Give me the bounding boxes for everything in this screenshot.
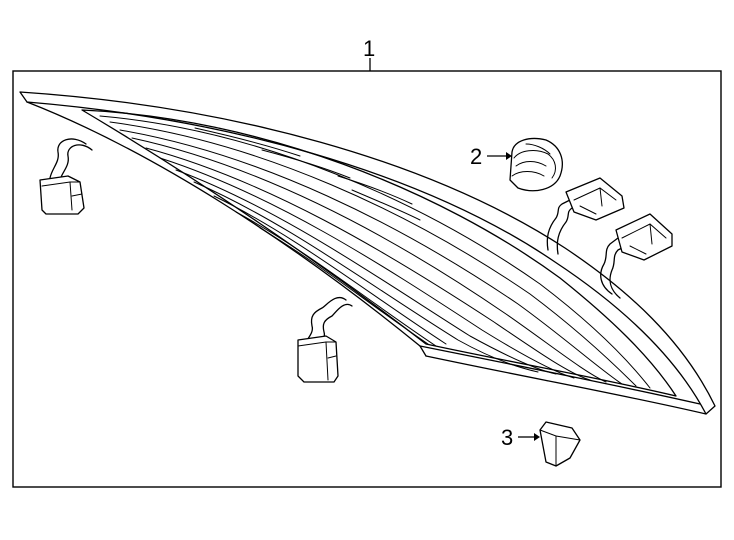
left-wire-connector (39, 138, 93, 215)
grommet-part-2 (509, 137, 563, 192)
rear-window-glass (19, 91, 716, 415)
right-upper-wire-connector (546, 177, 625, 255)
callout-3-label: 3 (501, 425, 513, 450)
bottom-wire-connector (297, 296, 353, 383)
callout-2-label: 2 (470, 144, 482, 169)
assembly-frame (12, 70, 722, 488)
right-lower-wire-connector (600, 213, 673, 299)
callout-2-arrowhead (506, 152, 512, 160)
defroster-grid-lines (99, 115, 651, 389)
callout-1-label: 1 (363, 36, 375, 61)
callout-3-arrowhead (534, 433, 540, 441)
clip-part-3 (539, 421, 581, 467)
